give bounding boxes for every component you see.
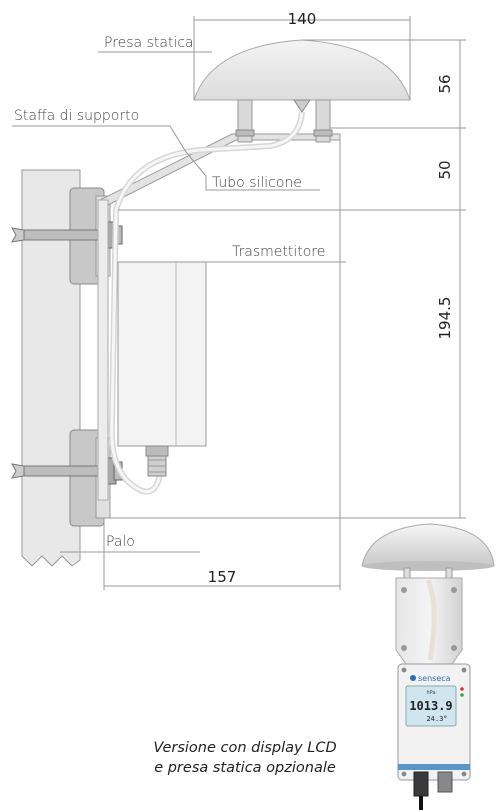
dim-width-top: 140 — [288, 10, 317, 28]
silicone-tube — [108, 111, 305, 495]
lcd-unit: hPa — [426, 690, 435, 696]
static-pressure-dome — [193, 39, 411, 143]
lcd-temperature: 24.3° — [426, 715, 447, 723]
label-trasmettitore: Trasmettitore — [232, 244, 325, 260]
label-tubo: Tubo silicone — [212, 175, 302, 191]
label-staffa: Staffa di supporto — [14, 108, 139, 124]
device-brand: senseca — [418, 674, 451, 683]
caption: Versione con display LCD e presa statica… — [120, 738, 370, 778]
label-presa-statica: Presa statica — [104, 35, 194, 51]
dim-height-dome: 56 — [436, 74, 454, 93]
transmitter-box — [117, 261, 207, 477]
product-photo: senseca hPa 1013.9 24.3° — [361, 523, 495, 810]
dimension-lines — [12, 16, 466, 590]
lcd-pressure: 1013.9 — [409, 699, 452, 713]
caption-line-2: e presa statica opzionale — [154, 760, 336, 776]
caption-line-1: Versione con display LCD — [153, 740, 337, 756]
dim-width-bottom: 157 — [208, 568, 237, 586]
dim-height-transmitter: 194.5 — [436, 297, 454, 340]
senseca-logo-icon — [410, 675, 416, 681]
dim-height-tube: 50 — [436, 160, 454, 179]
label-palo: Palo — [106, 534, 135, 550]
